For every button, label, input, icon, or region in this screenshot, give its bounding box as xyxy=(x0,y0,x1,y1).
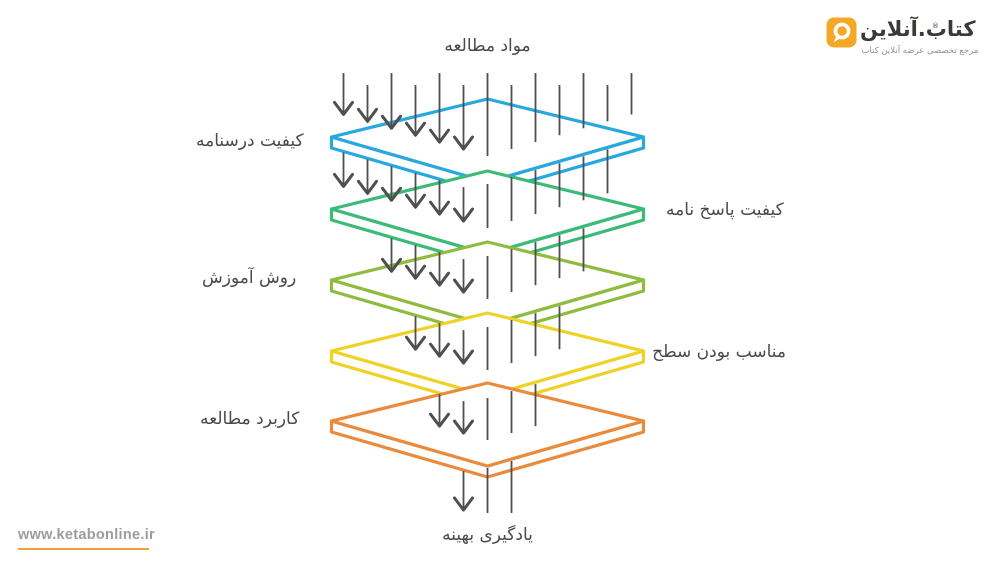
layer-label-textbook-quality: کیفیت درسنامه xyxy=(196,131,304,151)
input-label: مواد مطالعه xyxy=(444,36,531,56)
brand-tagline: مرجع تخصصی عرضه آنلاین کتاب xyxy=(861,46,979,56)
layer-label-study-application: کاربرد مطالعه xyxy=(200,409,300,429)
layer-label-answerkey-quality: کیفیت پاسخ نامه xyxy=(666,200,784,220)
layer-label-level-suitability: مناسب بودن سطح xyxy=(652,342,786,362)
output-label: یادگیری بهینه xyxy=(442,525,533,545)
brand-logo: کتاب.آنلاین ® مرجع تخصصی عرضه آنلاین کتا… xyxy=(822,14,994,60)
layer-label-teaching-method: روش آموزش xyxy=(202,268,297,288)
brand-name: کتاب.آنلاین xyxy=(860,17,976,41)
website-underline xyxy=(18,548,149,550)
website-url: www.ketabonline.ir xyxy=(18,527,155,543)
speech-bubble-logo-icon xyxy=(826,17,857,48)
registered-mark-icon: ® xyxy=(932,22,939,30)
